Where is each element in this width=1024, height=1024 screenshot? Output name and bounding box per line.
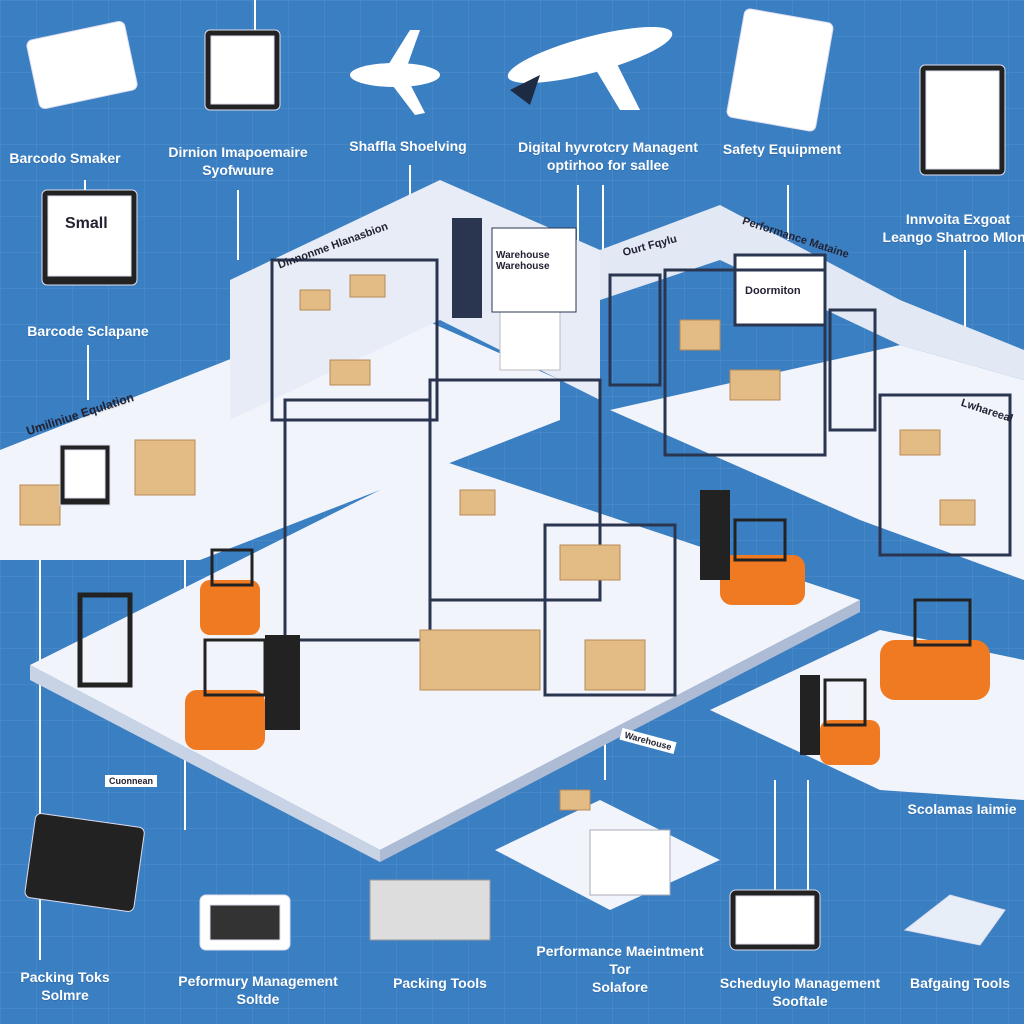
monitor-small-text: Small (65, 215, 108, 232)
label-digital-inventory: Digital hyvrotcry Managent optirhoo for … (518, 139, 698, 173)
sign-distribution: Doormiton (745, 285, 801, 297)
label-performance-management: Peformury Management Soltde (178, 973, 338, 1007)
label-packing-toks: Packing Toks Solmre (20, 969, 110, 1003)
label-innovative: Innvoita Exgoat Leango Shatroo Mlone (882, 211, 1024, 245)
racks (270, 258, 1012, 697)
forklifts (77, 490, 990, 765)
window (452, 218, 482, 318)
label-safety-equipment: Safety Equipment (722, 141, 842, 157)
label-dimension-software: Dirnion Imapoemaire Syofwuure (168, 144, 308, 178)
monitors (24, 8, 1006, 951)
airplanes (350, 26, 673, 115)
label-performance-maintenance: Performance Maeintment Tor Solafore (536, 943, 704, 995)
warehouse-sign (491, 227, 577, 313)
label-scolamas: Scolamas Iaimie (907, 801, 1017, 817)
label-packing-tools: Packing Tools (393, 975, 487, 991)
sign-warehouse-door: Warehouse Warehouse (496, 250, 550, 272)
floor-tag: Cuonnean (105, 775, 157, 787)
boxes (19, 274, 976, 811)
right-platform (610, 345, 1024, 580)
label-barcode-sclapane: Barcode Sclapane (27, 323, 149, 339)
label-barcode-smaker: Barcodo Smaker (9, 150, 121, 166)
label-schedule-management: Scheduylo Management Sooftale (719, 975, 881, 1009)
distribution-sign (733, 253, 827, 327)
label-shelving: Shaffla Shoelving (349, 138, 467, 154)
label-bagging-tools: Bafgaing Tools (909, 975, 1011, 991)
